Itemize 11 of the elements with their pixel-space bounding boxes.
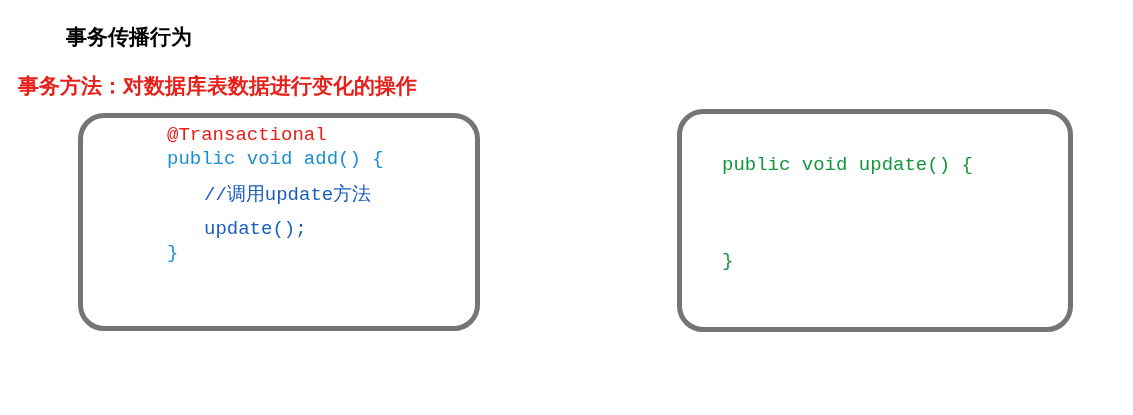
code-line: } (167, 242, 179, 264)
title: 事务传播行为 (66, 24, 192, 51)
code-box (78, 113, 480, 331)
code-line: @Transactional (167, 124, 327, 146)
note-text: 事务方法：对数据库表数据进行变化的操作 (18, 73, 417, 100)
code-line: public void add() { (167, 148, 384, 170)
code-line: public void update() { (722, 154, 973, 176)
code-line: //调用update方法 (204, 184, 372, 206)
code-box (677, 109, 1073, 332)
code-line: update(); (204, 218, 307, 240)
code-line: } (722, 250, 734, 272)
